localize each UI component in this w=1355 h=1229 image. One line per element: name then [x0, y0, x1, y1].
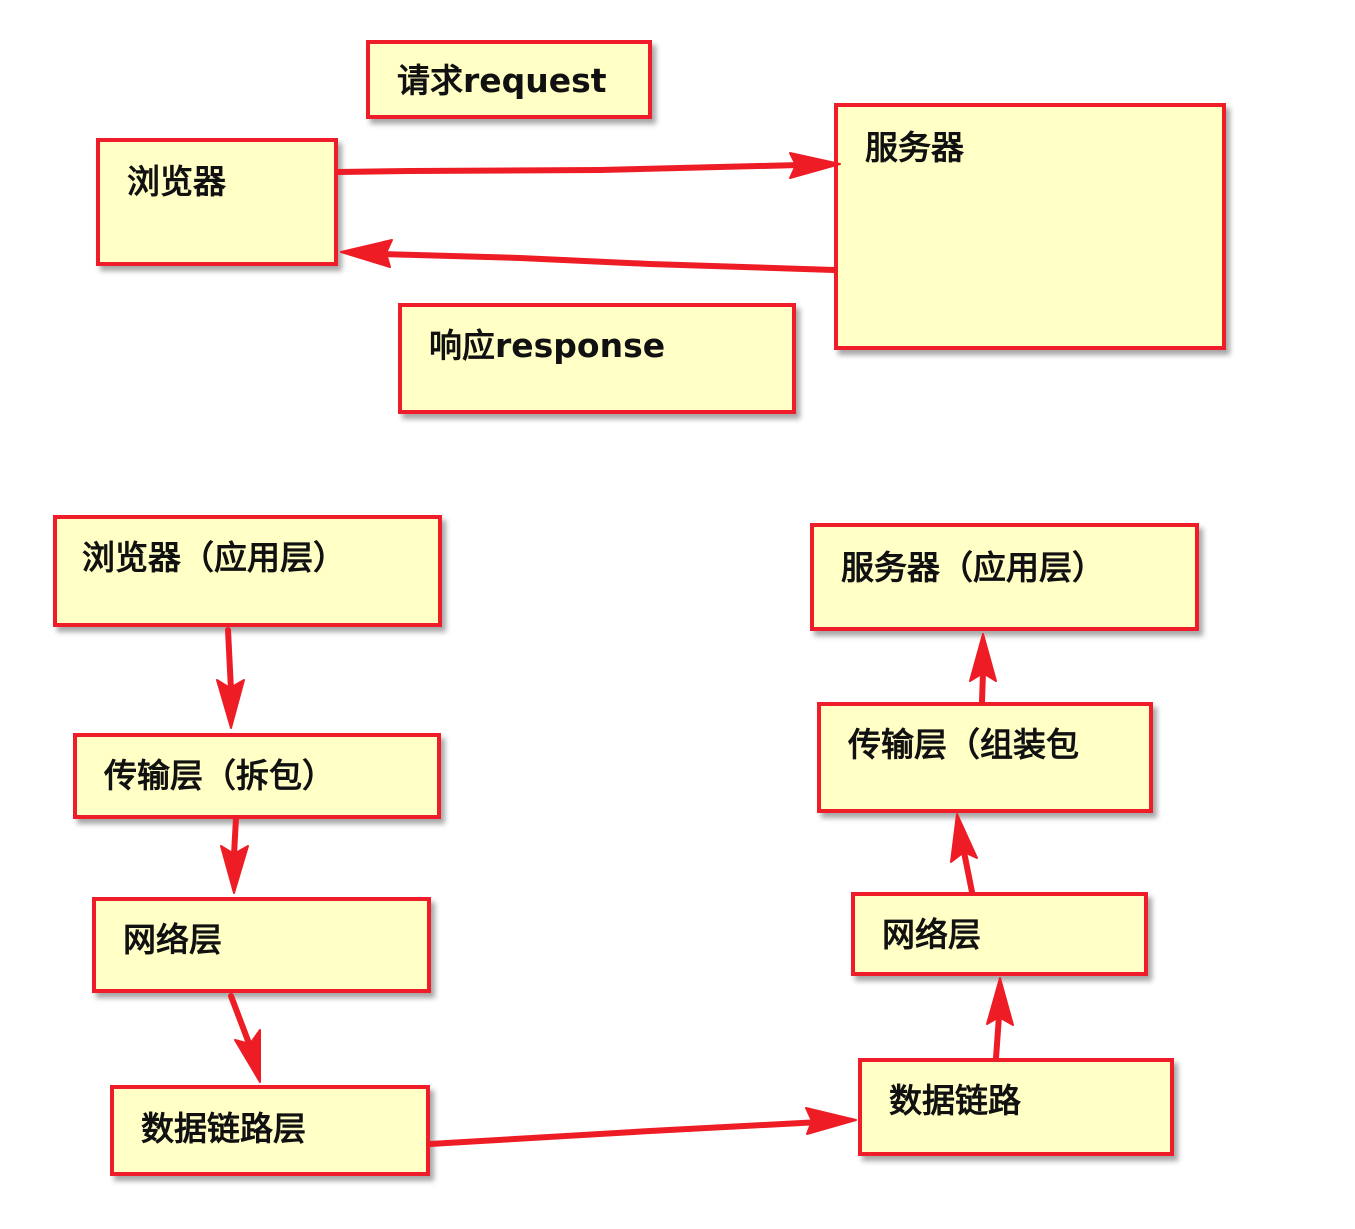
client-network-to-datalink-arrow	[228, 993, 261, 1083]
client-transport-layer-label: 传输层（拆包）	[104, 756, 335, 795]
request-arrow	[335, 152, 841, 179]
browser-box: 浏览器	[96, 138, 338, 266]
server-transport-to-app-arrow	[969, 633, 997, 705]
browser-label: 浏览器	[127, 162, 226, 201]
server-network-layer-label: 网络层	[882, 915, 981, 954]
client-network-layer-box: 网络层	[92, 897, 431, 993]
server-datalink-to-network-arrow	[986, 977, 1014, 1061]
response-label: 响应response	[429, 326, 666, 365]
server-box: 服务器	[834, 103, 1226, 350]
server-application-layer-box: 服务器（应用层）	[810, 523, 1199, 631]
client-app-to-transport-arrow	[216, 627, 245, 729]
response-box: 响应response	[398, 303, 796, 414]
server-application-layer-label: 服务器（应用层）	[841, 548, 1105, 587]
client-datalink-layer-label: 数据链路层	[141, 1109, 306, 1148]
client-transport-layer-box: 传输层（拆包）	[73, 733, 441, 819]
response-arrow	[340, 239, 837, 273]
server-label: 服务器	[865, 128, 964, 167]
request-label: 请求request	[397, 61, 607, 100]
server-network-layer-box: 网络层	[851, 892, 1148, 976]
client-application-layer-box: 浏览器（应用层）	[53, 515, 442, 627]
client-network-layer-label: 网络层	[123, 920, 222, 959]
server-transport-layer-box: 传输层（组装包	[817, 702, 1153, 813]
client-datalink-layer-box: 数据链路层	[110, 1085, 430, 1176]
server-transport-layer-label: 传输层（组装包	[848, 725, 1079, 764]
client-application-layer-label: 浏览器（应用层）	[82, 538, 346, 577]
server-datalink-layer-label: 数据链路	[889, 1081, 1021, 1120]
datalink-transfer-arrow	[427, 1107, 857, 1147]
client-transport-to-network-arrow	[220, 815, 249, 894]
server-datalink-layer-box: 数据链路	[858, 1058, 1174, 1156]
request-box: 请求request	[366, 40, 652, 119]
server-network-to-transport-arrow	[950, 813, 978, 895]
